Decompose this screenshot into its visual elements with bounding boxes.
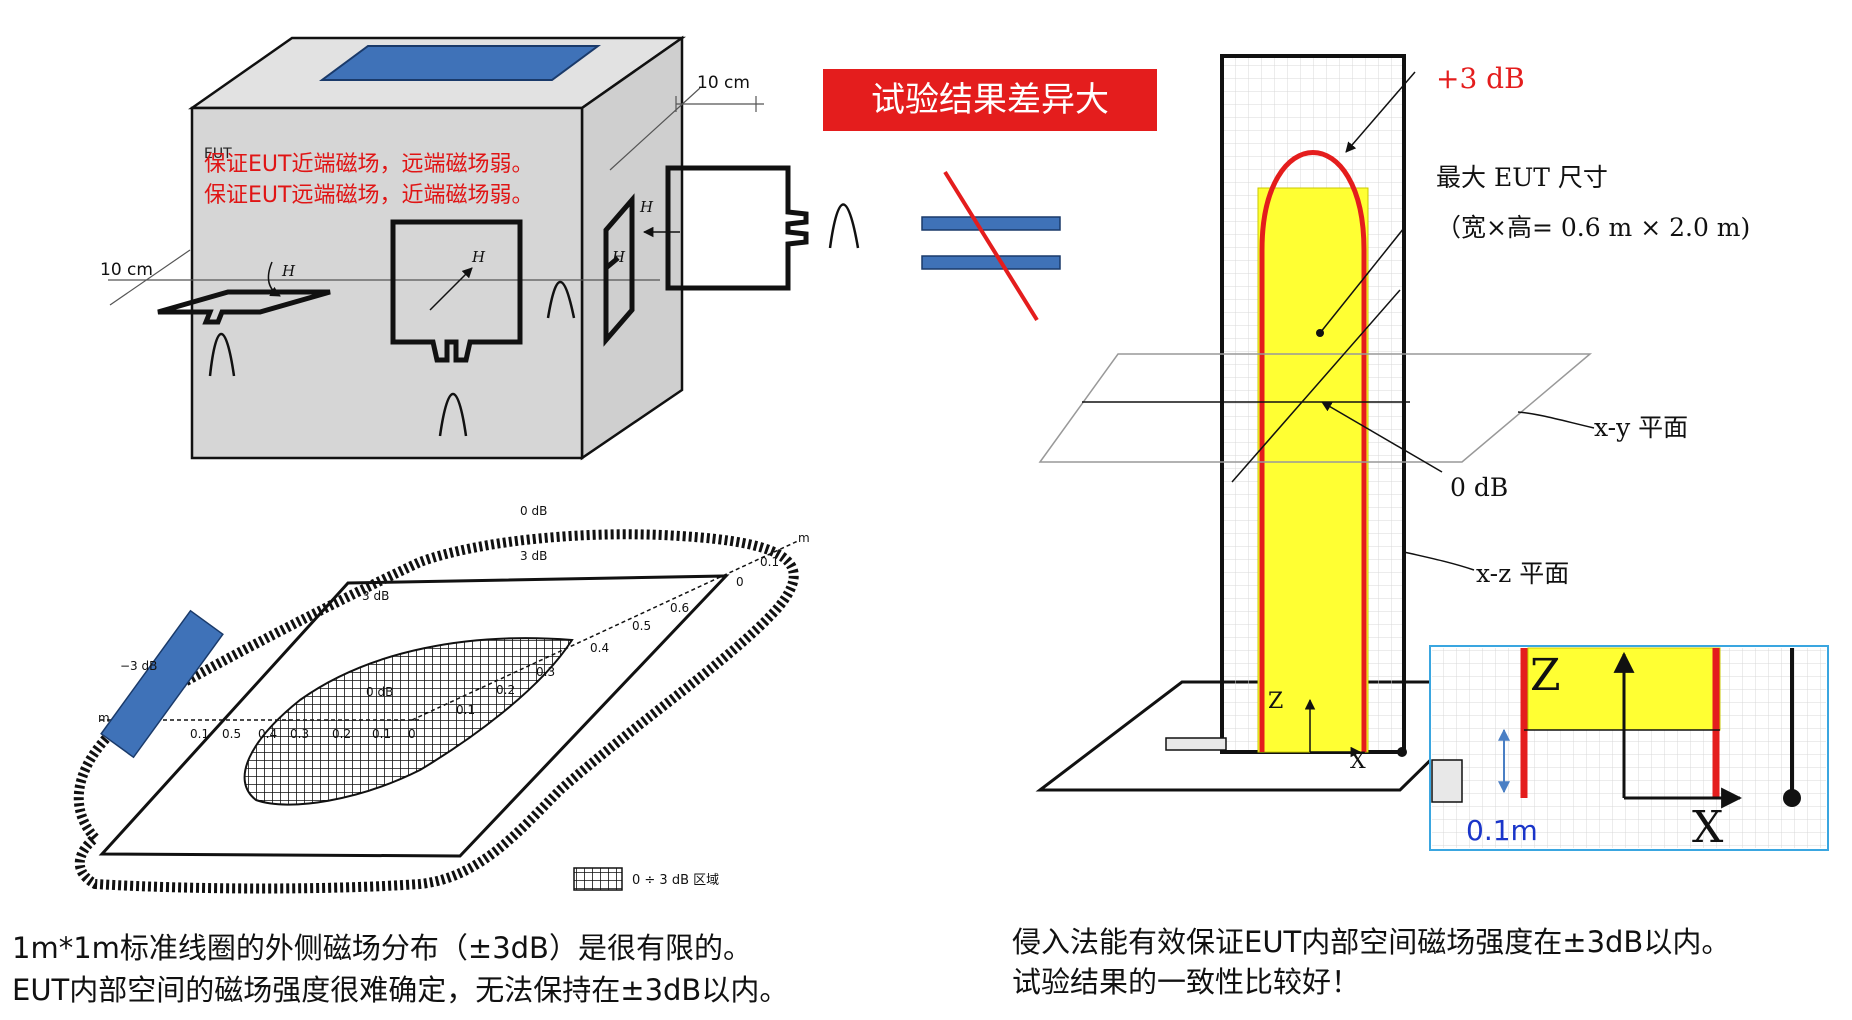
tick-01-right: 0.1 bbox=[760, 555, 779, 569]
zoom-inset: Z X 0.1m bbox=[1429, 645, 1829, 853]
eut-top-blue-panel bbox=[318, 45, 602, 81]
label-0db: 0 dB bbox=[1450, 473, 1508, 502]
not-equal-symbol bbox=[921, 170, 1061, 322]
plus3db-contour bbox=[1259, 150, 1367, 752]
diag-tick-label: 0.6 bbox=[670, 601, 689, 615]
square-loop-probe bbox=[390, 219, 523, 363]
external-loop-probe bbox=[665, 165, 809, 291]
outer-3db-contour bbox=[73, 529, 799, 894]
axis-tick-label: 0.4 bbox=[258, 727, 277, 741]
diag-tick-label: 0.4 bbox=[590, 641, 609, 655]
pulse-icon-4 bbox=[828, 203, 860, 249]
tick-0-diag: 0 bbox=[736, 575, 744, 589]
label-x-small: X bbox=[1350, 749, 1366, 774]
legend-swatch bbox=[573, 867, 623, 891]
xy-plane bbox=[1038, 353, 1593, 463]
right-test-setup: +3 dB 最大 EUT 尺寸 （宽×高= 0.6 m × 2.0 m) x-y… bbox=[1035, 54, 1750, 792]
label-max-eut: 最大 EUT 尺寸 bbox=[1436, 163, 1608, 192]
label-minus3db: −3 dB bbox=[120, 659, 157, 673]
caption-left-line1: 1m*1m标准线圈的外侧磁场分布（±3dB）是很有限的。 bbox=[12, 931, 752, 965]
cube-front-face bbox=[190, 106, 584, 460]
dim-label-right: 10 cm bbox=[697, 73, 750, 93]
pulse-icon-3 bbox=[546, 281, 576, 319]
diag-tick-label: 0.3 bbox=[536, 665, 555, 679]
axis-tick-label: 0.3 bbox=[290, 727, 309, 741]
h-label-1: H bbox=[281, 262, 296, 280]
diag-tick-label: 0.2 bbox=[496, 683, 515, 697]
label-center-0db: 0 dB bbox=[366, 685, 393, 699]
h-label-3: H bbox=[639, 198, 654, 216]
h-label-4: H bbox=[611, 248, 626, 266]
label-z-small: Z bbox=[1268, 689, 1283, 714]
label-plus3db: +3 dB bbox=[1436, 62, 1525, 95]
pulse-icon-1 bbox=[208, 332, 236, 377]
inset-z-label: Z bbox=[1530, 650, 1561, 701]
caption-left-line2: EUT内部空间的磁场强度很难确定，无法保持在±3dB以内。 bbox=[12, 973, 789, 1007]
axis-m-left: m bbox=[98, 711, 110, 725]
red-note-2: 保证EUT远端磁场，近端磁场弱。 bbox=[204, 183, 534, 208]
flat-loop-probe bbox=[157, 289, 331, 325]
label-3db-top: 3 dB bbox=[520, 549, 547, 563]
label-xz-plane: x-z 平面 bbox=[1476, 559, 1569, 588]
diag-tick-label: 0.5 bbox=[632, 619, 651, 633]
axis-tick-label: 0.1 bbox=[372, 727, 391, 741]
dim-label-left: 10 cm bbox=[100, 260, 153, 280]
axis-tick-label: 0.5 bbox=[222, 727, 241, 741]
result-difference-banner: 试验结果差异大 bbox=[823, 69, 1157, 131]
legend-label: 0 ÷ 3 dB 区域 bbox=[632, 873, 719, 888]
label-xy-plane: x-y 平面 bbox=[1594, 413, 1688, 442]
label-3db-inner: 3 dB bbox=[362, 589, 389, 603]
label-0db-top: 0 dB bbox=[520, 504, 547, 518]
red-note-1: 保证EUT近端磁场，远端磁场弱。 bbox=[204, 152, 534, 177]
inset-x-label: X bbox=[1692, 802, 1724, 853]
side-loop-probe bbox=[603, 193, 635, 347]
pulse-icon-2 bbox=[438, 392, 468, 437]
diag-ticks-group: 0.1 0.2 0.3 0.4 0.5 0.6 bbox=[456, 601, 689, 717]
diag-tick-label: 0.1 bbox=[456, 703, 475, 717]
tick-0-axis: 0 bbox=[408, 727, 416, 741]
eut-yellow-block bbox=[1257, 187, 1369, 753]
axis-tick-label: 0.1 bbox=[190, 727, 209, 741]
label-eut-size: （宽×高= 0.6 m × 2.0 m) bbox=[1436, 213, 1750, 242]
hatched-0-3db-region bbox=[243, 637, 574, 806]
eut-label: EUT bbox=[204, 146, 232, 162]
axis-ticks-group: 0.1 0.5 0.4 0.3 0.2 0.1 bbox=[190, 727, 391, 741]
axis-m-right: m bbox=[798, 531, 810, 545]
minus3db-blue-bar bbox=[100, 609, 224, 759]
h-label-2: H bbox=[471, 248, 486, 266]
caption-right-line1: 侵入法能有效保证EUT内部空间磁场强度在±3dB以内。 bbox=[1012, 925, 1731, 959]
coil-field-map: 0 dB 3 dB 3 dB −3 dB 0 dB m m 0.1 0 0 0.… bbox=[73, 504, 810, 894]
axis-tick-label: 0.2 bbox=[332, 727, 351, 741]
eut-cube: 10 cm 10 cm H H H H bbox=[100, 35, 860, 461]
coil-square bbox=[98, 574, 730, 858]
caption-right-line2: 试验结果的一致性比较好！ bbox=[1012, 965, 1361, 999]
axis-diagonal bbox=[411, 539, 801, 721]
inset-dim-label: 0.1m bbox=[1466, 814, 1538, 847]
